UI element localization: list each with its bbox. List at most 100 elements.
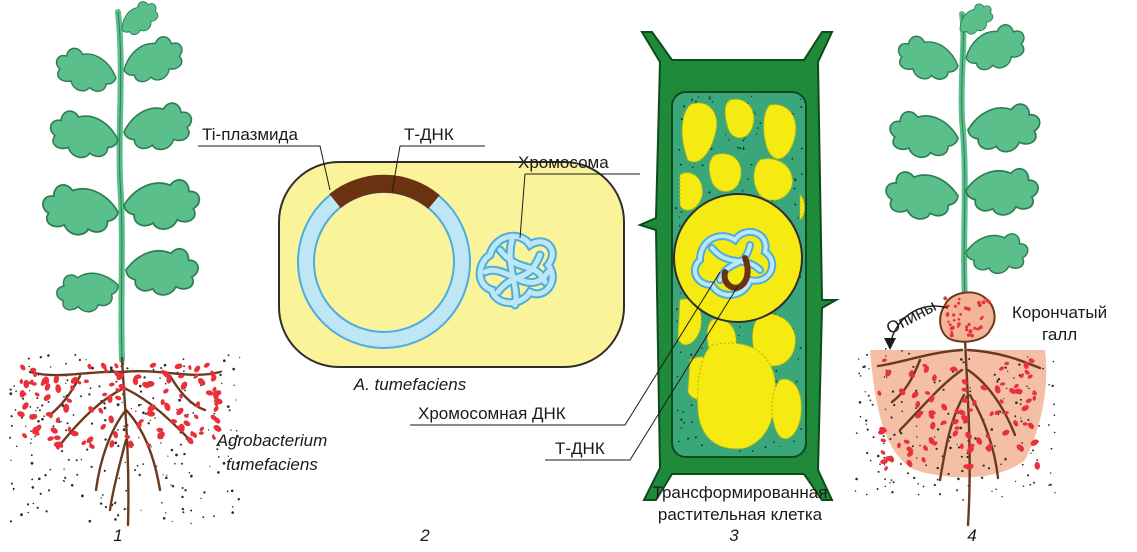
soil4-dot [923, 486, 925, 488]
soil1-dot [48, 401, 50, 403]
cytodots-dot [751, 96, 752, 97]
soil4-dot [1014, 415, 1016, 417]
soil1-dot [30, 443, 32, 445]
soil4-dot [916, 436, 917, 437]
bact1-dot [21, 432, 28, 439]
bact4-dot [1034, 462, 1040, 470]
soil4-dot [960, 427, 963, 430]
soil1-dot [39, 409, 41, 411]
soil1-dot [13, 385, 15, 387]
soil1-dot [20, 513, 23, 516]
soil1-dot [139, 385, 142, 388]
soil4-dot [1007, 371, 1008, 372]
bact1-dot [54, 435, 61, 440]
bact1-dot [53, 375, 60, 384]
cytodots-dot [690, 354, 692, 356]
soil1-dot [41, 418, 44, 421]
transformed-cell-caption-line2: растительная клетка [658, 505, 823, 524]
soil4-dot [877, 488, 879, 490]
soil1-dot [50, 469, 52, 471]
soil4-dot [913, 477, 915, 479]
soil4-dot [1032, 449, 1034, 451]
soil1-dot [163, 517, 166, 520]
soil1-dot [166, 475, 167, 476]
soil1-dot [181, 463, 183, 465]
bact4-dot [963, 464, 970, 468]
bact1-dot [34, 391, 40, 397]
cytodots-dot [739, 450, 741, 452]
soil1-dot [221, 383, 222, 384]
soil1-dot [236, 399, 237, 400]
bacterium-cell [279, 162, 624, 367]
gallDots-dot [981, 316, 984, 319]
soil1-dot [9, 437, 11, 439]
soil4-dot [884, 478, 886, 480]
soil4-dot [891, 479, 893, 481]
gallDots-dot [965, 328, 968, 331]
cytodots-dot [682, 411, 684, 413]
soil4-dot [962, 499, 964, 501]
soil1-dot [38, 478, 41, 481]
soil1-dot [76, 459, 78, 461]
soil4-dot [936, 448, 938, 450]
soil1-dot [184, 390, 186, 392]
gallDots-dot [986, 299, 990, 303]
soil4-dot [1029, 484, 1031, 486]
soil1-dot [16, 446, 18, 448]
cytodots-dot [801, 148, 803, 150]
cytodots-dot [747, 178, 749, 180]
soil4-dot [995, 488, 997, 490]
soil4-dot [1051, 448, 1053, 450]
gallDots-dot [958, 298, 961, 301]
soil4-dot [1020, 399, 1022, 401]
soil1-dot [66, 379, 68, 381]
soil4-dot [1028, 388, 1030, 390]
soil4-dot [947, 413, 949, 415]
bact1-dot [149, 362, 157, 369]
soil1-dot [227, 491, 229, 493]
cytodots-dot [801, 174, 803, 176]
soil1-dot [64, 477, 66, 479]
soil1-dot [142, 463, 144, 465]
soil1-dot [181, 496, 183, 498]
cytodots-dot [691, 404, 693, 406]
soil4-dot [939, 493, 941, 495]
chromosomal-dna-label: Хромосомная ДНК [418, 404, 566, 423]
soil1-dot [123, 429, 125, 431]
panel-number-1: 1 [113, 526, 122, 545]
transformed-cell-caption-line1: Трансформированная [653, 483, 828, 502]
cytodots-dot [676, 308, 678, 310]
bact1-dot [199, 431, 204, 435]
soil1-dot [68, 460, 69, 461]
cytodots-dot [725, 134, 726, 135]
soil1-dot [32, 486, 35, 489]
soil1-dot [86, 449, 88, 451]
soil1-dot [110, 366, 113, 369]
soil1-dot [29, 406, 31, 408]
soil1-dot [15, 390, 17, 392]
soil1-dot [79, 359, 81, 361]
soil4-dot [866, 452, 868, 454]
soil1-dot [217, 471, 220, 474]
bact1-dot [87, 363, 93, 370]
soil1-dot [43, 415, 45, 417]
soil4-dot [901, 350, 903, 352]
chromosome-label: Хромосома [518, 153, 609, 172]
bact1-dot [81, 440, 88, 447]
soil1-dot [141, 510, 142, 511]
cytodots-dot [798, 359, 799, 360]
soil1-dot [90, 387, 92, 389]
soil1-dot [153, 369, 155, 371]
bact1-dot [23, 380, 29, 389]
soil4-dot [856, 432, 858, 434]
panel-4-crown-gall-plant: Опины Корончатый галл 4 [855, 0, 1107, 545]
soil1-dot [102, 494, 104, 496]
soil4-dot [915, 390, 917, 392]
agrobacterium-label-line1: Agrobacterium [216, 431, 328, 450]
soil1-dot [74, 354, 76, 356]
soil4-dot [1023, 485, 1025, 487]
soil4-dot [994, 374, 996, 376]
soil1-dot [239, 357, 240, 358]
panel-number-4: 4 [967, 526, 976, 545]
